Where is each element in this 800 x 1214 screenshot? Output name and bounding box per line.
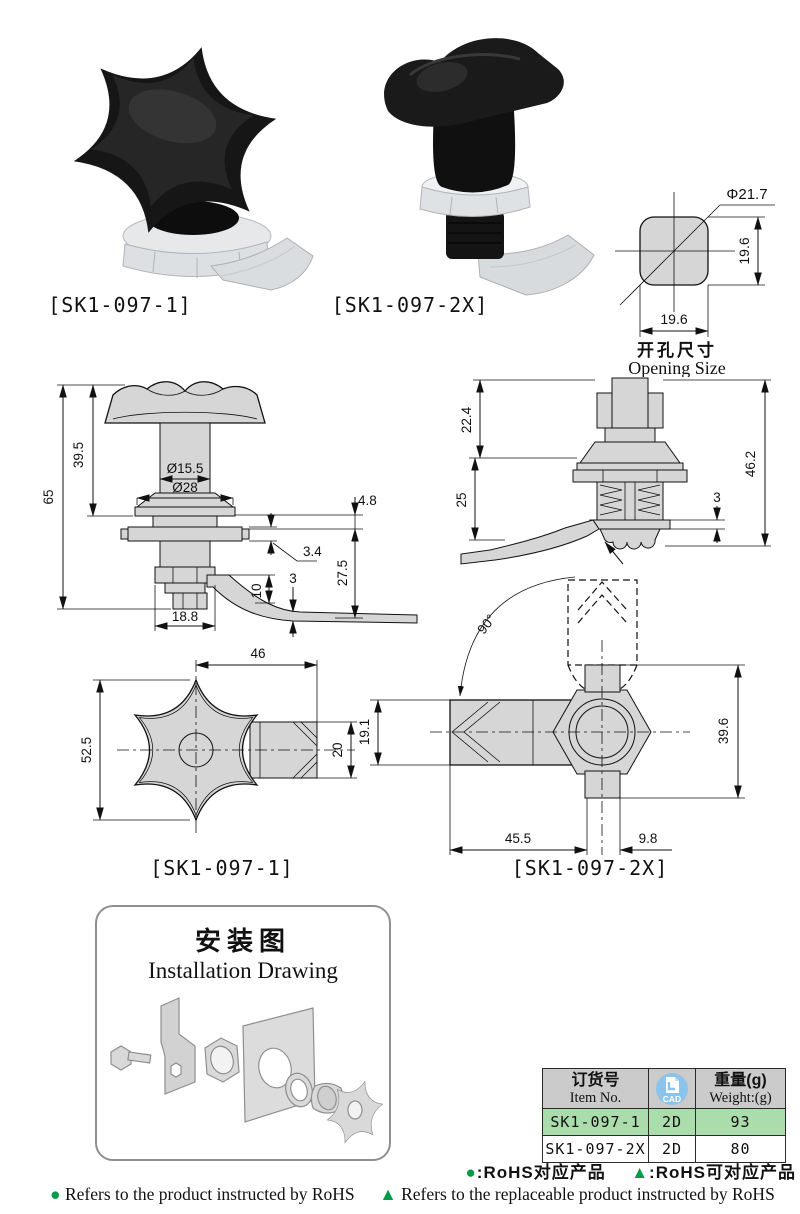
dim-27-5: 27.5 bbox=[335, 560, 350, 586]
installation-drawing-box: 安装图 Installation Drawing bbox=[95, 905, 391, 1161]
dim-52-5: 52.5 bbox=[79, 737, 94, 763]
dim-18-8: 18.8 bbox=[172, 609, 198, 624]
rohs-legend-en: ● Refers to the product instructed by Ro… bbox=[50, 1184, 800, 1205]
item-no-cell: SK1-097-2X bbox=[542, 1135, 649, 1163]
dim-9-8: 9.8 bbox=[639, 831, 658, 846]
col-header-cad: CAD bbox=[648, 1068, 696, 1109]
side-view-sk1-097-2x: 22.4 25 46.2 3 bbox=[454, 377, 771, 565]
weight-cell: 93 bbox=[695, 1108, 786, 1136]
dim-phi-21-7: Φ21.7 bbox=[726, 186, 767, 203]
col-header-weight-zh: 重量(g) bbox=[714, 1071, 767, 1089]
opening-size-drawing: Φ21.7 19.6 19.6 开孔尺寸 Opening Size bbox=[615, 186, 775, 377]
weight-cell: 80 bbox=[695, 1135, 786, 1163]
dim-20: 20 bbox=[330, 742, 345, 757]
cad-2d-icon: CAD bbox=[656, 1072, 688, 1105]
spec-table: 订货号 Item No. CAD 重量(g) Weight:(g) SK1-09… bbox=[542, 1068, 786, 1163]
dim-46: 46 bbox=[250, 646, 265, 661]
dim-19-6-h: 19.6 bbox=[660, 311, 687, 327]
product-photo-star-knob bbox=[73, 47, 314, 291]
cad-cell: 2D bbox=[648, 1108, 696, 1136]
col-header-item-zh: 订货号 bbox=[571, 1071, 620, 1089]
dim-39-6: 39.6 bbox=[716, 718, 731, 744]
plan1-label: [SK1-097-1] bbox=[150, 856, 294, 880]
side-view-sk1-097-1: 65 39.5 Ø15.5 Ø28 3.4 4.8 27.5 10 3 bbox=[41, 381, 418, 637]
dim-10: 10 bbox=[249, 583, 264, 598]
table-row: SK1-097-1 2D 93 bbox=[542, 1108, 786, 1136]
dim-3-cam: 3 bbox=[289, 571, 297, 586]
dim-3-washer: 3 bbox=[713, 490, 721, 505]
dim-39-5: 39.5 bbox=[71, 442, 86, 468]
rohs-dot-label-en: Refers to the product instructed by RoHS bbox=[64, 1184, 355, 1204]
plan-view-sk1-097-1: 46 52.5 20 bbox=[79, 646, 357, 837]
rohs-triangle-label-zh: :RoHS可对应产品 bbox=[649, 1163, 796, 1182]
dim-46-2: 46.2 bbox=[743, 451, 758, 477]
photo1-label: [SK1-097-1] bbox=[48, 293, 192, 317]
rohs-legend-zh: ●:RoHS对应产品 ▲:RoHS可对应产品 bbox=[440, 1158, 796, 1183]
col-header-item: 订货号 Item No. bbox=[542, 1068, 649, 1109]
photo2-label: [SK1-097-2X] bbox=[331, 293, 489, 317]
dim-28: Ø28 bbox=[172, 480, 198, 495]
t-handle-photo-illustration bbox=[384, 38, 595, 296]
rohs-triangle-icon: ▲ bbox=[379, 1184, 397, 1204]
dim-45-5: 45.5 bbox=[505, 831, 531, 846]
rohs-dot-label-zh: :RoHS对应产品 bbox=[476, 1163, 606, 1182]
table-row: SK1-097-2X 2D 80 bbox=[542, 1135, 786, 1163]
installation-exploded-view bbox=[110, 997, 383, 1144]
plan-view-sk1-097-2x: 90° 19.1 39.6 45.5 9.8 bbox=[357, 576, 745, 855]
item-no-cell: SK1-097-1 bbox=[542, 1108, 649, 1136]
product-photo-t-handle bbox=[384, 38, 595, 296]
cad-icon-label: CAD bbox=[663, 1094, 681, 1104]
col-header-item-en: Item No. bbox=[569, 1089, 622, 1106]
dim-65: 65 bbox=[41, 489, 56, 504]
dim-22-4: 22.4 bbox=[459, 406, 474, 433]
installation-title-en: Installation Drawing bbox=[148, 958, 338, 983]
opening-caption-zh: 开孔尺寸 bbox=[637, 340, 717, 360]
installation-title-zh: 安装图 bbox=[194, 926, 291, 956]
rohs-triangle-icon: ▲ bbox=[631, 1163, 650, 1182]
rohs-triangle-label-en: Refers to the replaceable product instru… bbox=[401, 1184, 775, 1204]
dim-15-5: Ø15.5 bbox=[167, 461, 204, 476]
col-header-weight: 重量(g) Weight:(g) bbox=[695, 1068, 786, 1109]
dim-3-4: 3.4 bbox=[303, 544, 322, 559]
col-header-weight-en: Weight:(g) bbox=[709, 1089, 772, 1106]
plan2-label: [SK1-097-2X] bbox=[511, 856, 669, 880]
dim-19-6-v: 19.6 bbox=[736, 237, 752, 264]
star-knob-photo-illustration bbox=[73, 47, 314, 291]
dim-19-1: 19.1 bbox=[357, 719, 372, 745]
dim-4-8: 4.8 bbox=[358, 493, 377, 508]
rohs-dot-icon: ● bbox=[465, 1163, 477, 1182]
cad-cell: 2D bbox=[648, 1135, 696, 1163]
rohs-dot-icon: ● bbox=[50, 1184, 61, 1204]
opening-caption-en: Opening Size bbox=[628, 358, 725, 377]
dim-25: 25 bbox=[454, 492, 469, 507]
